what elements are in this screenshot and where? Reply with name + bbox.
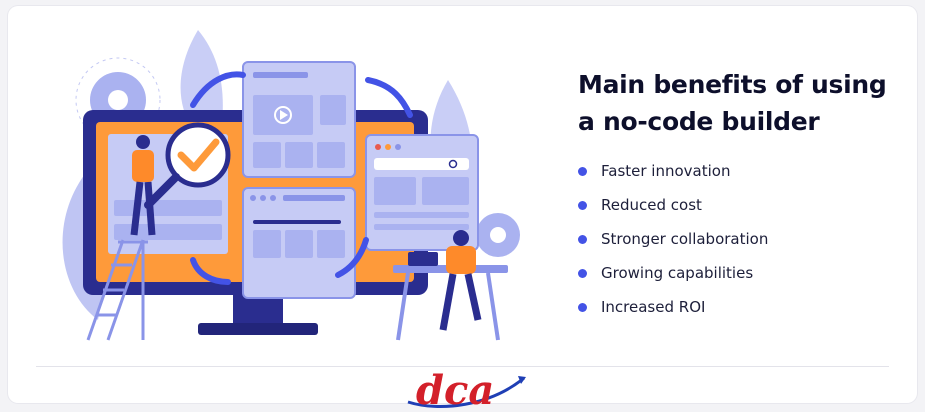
bullet-icon	[578, 268, 587, 278]
person-with-magnifier-figure	[130, 135, 156, 236]
bullet-icon	[578, 302, 587, 312]
monitor-neck	[233, 295, 283, 325]
divider	[36, 366, 889, 367]
play-icon	[274, 106, 292, 124]
laptop-icon	[408, 252, 438, 266]
bullet-icon	[578, 234, 587, 244]
cycle-arrows	[190, 71, 413, 285]
dca-logo: dca	[407, 372, 526, 412]
person-at-laptop-figure	[393, 230, 508, 341]
monitor-base	[198, 323, 318, 335]
list-item: Reduced cost	[578, 188, 918, 222]
bullet-icon	[578, 200, 587, 210]
window-bottom	[242, 187, 356, 299]
logo-text: dca	[416, 372, 494, 412]
list-item: Stronger collaboration	[578, 222, 918, 256]
screen-panel-row	[114, 224, 222, 240]
benefits-list: Faster innovation Reduced cost Stronger …	[578, 154, 918, 324]
magnifier-check-icon	[144, 122, 231, 209]
logo-arrow-icon	[518, 376, 526, 384]
gear-icon-right	[476, 213, 520, 257]
list-item: Increased ROI	[578, 290, 918, 324]
bullet-icon	[578, 166, 587, 176]
logo-swoosh	[407, 376, 525, 408]
title-line-2: a no-code builder	[578, 107, 820, 136]
screen-panel-row	[114, 200, 222, 216]
benefit-text: Growing capabilities	[601, 264, 754, 282]
window-top	[242, 61, 356, 178]
search-icon	[448, 159, 458, 169]
list-item: Growing capabilities	[578, 256, 918, 290]
page-title: Main benefits of using a no-code builder	[578, 66, 918, 140]
benefits-section: Main benefits of using a no-code builder…	[578, 66, 918, 324]
window-right	[365, 134, 479, 251]
no-code-builder-illustration	[62, 30, 520, 341]
benefit-text: Faster innovation	[601, 162, 731, 180]
title-line-1: Main benefits of using	[578, 70, 887, 99]
ladder-figure	[86, 239, 148, 341]
benefit-text: Increased ROI	[601, 298, 706, 316]
list-item: Faster innovation	[578, 154, 918, 188]
benefit-text: Reduced cost	[601, 196, 702, 214]
content-card: Main benefits of using a no-code builder…	[8, 6, 918, 412]
benefit-text: Stronger collaboration	[601, 230, 769, 248]
